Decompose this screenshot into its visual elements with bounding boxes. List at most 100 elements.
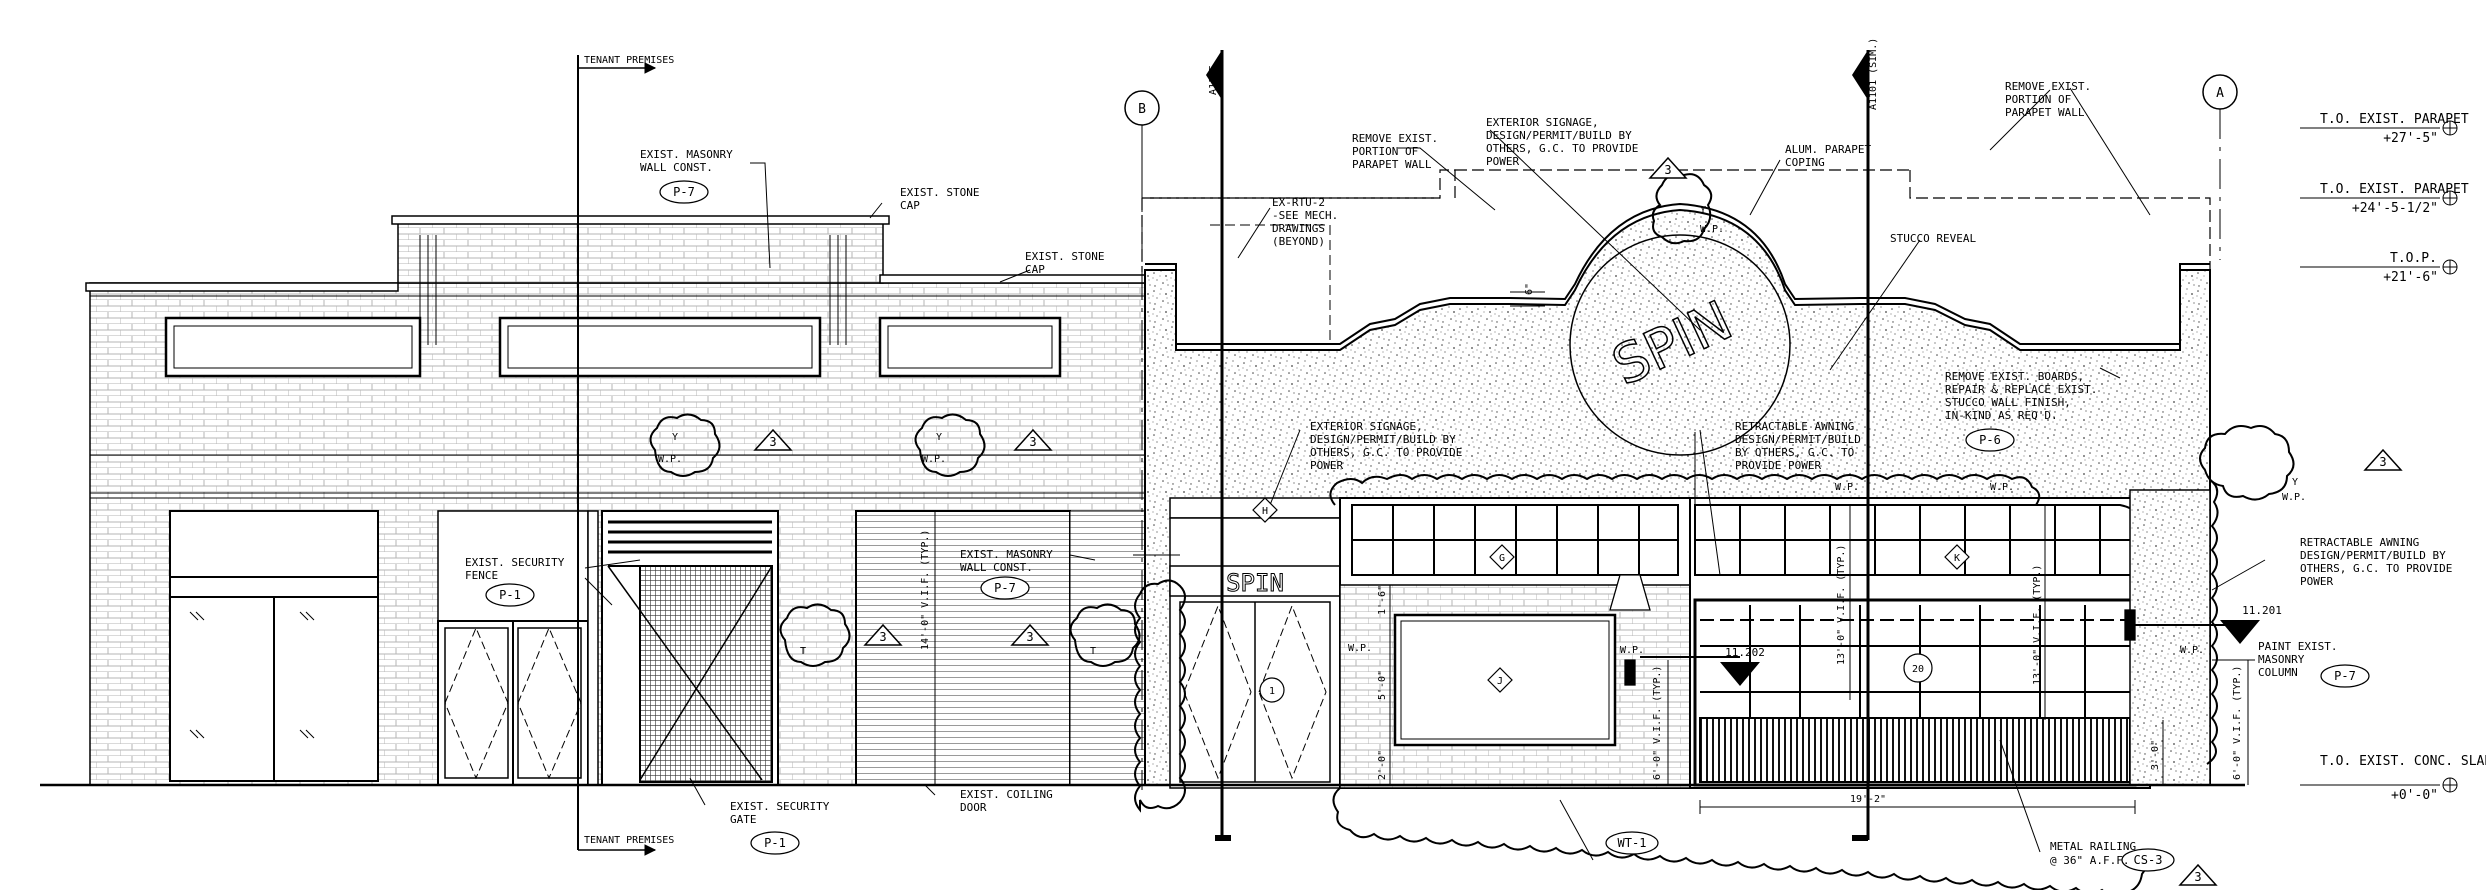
- tag-ovals: [485, 180, 2370, 872]
- rev-3: 3: [879, 630, 886, 644]
- awning-mid-1: RETRACTABLE AWNING: [1735, 420, 1854, 433]
- security-fence-2: FENCE: [465, 569, 498, 582]
- dim-2-0: 2'-0": [1377, 750, 1388, 780]
- level-4-name: T.O. EXIST. CONC. SLAB: [2320, 754, 2486, 769]
- dim-5-0: 5'-0": [1377, 670, 1388, 700]
- security-gate-2: GATE: [730, 813, 757, 826]
- y-4: Y: [2292, 477, 2298, 488]
- wp-8: W.P.: [1990, 482, 2014, 493]
- level-3-value: +21'-6": [2383, 270, 2438, 285]
- wp-2: W.P.: [922, 454, 946, 465]
- level-3-name: T.O.P.: [2390, 251, 2437, 266]
- y-2: Y: [936, 432, 942, 443]
- transom-left: [1351, 504, 1679, 576]
- alum-coping-2: COPING: [1785, 156, 1825, 169]
- awning-right-1: RETRACTABLE AWNING: [2300, 536, 2419, 549]
- coiling-door-2: DOOR: [960, 801, 987, 814]
- tenant-line: [577, 55, 657, 856]
- hex-tag-shapes: [1252, 497, 1970, 693]
- exist-masonry-b1: EXIST. MASONRY: [960, 548, 1053, 561]
- wp-4: W.P.: [2180, 645, 2204, 656]
- metal-railing-1: METAL RAILING: [2050, 840, 2136, 853]
- tenant-top-1: TENANT PREMISES: [584, 55, 674, 66]
- security-gate-1: EXIST. SECURITY: [730, 800, 830, 813]
- elev-1202: 11.202: [1725, 646, 1765, 659]
- dimension-lines: [934, 291, 2249, 814]
- rtu-1: EX-RTU-2: [1272, 196, 1325, 209]
- level-1-name: T.O. EXIST. PARAPET: [2320, 112, 2469, 127]
- dim-1-6: 1'-6": [1377, 585, 1388, 615]
- wp-1: W.P.: [658, 454, 682, 465]
- elev-markers: [1720, 620, 2260, 686]
- dim-6b: 6'-0" V.I.F. (TYP.): [2232, 666, 2243, 780]
- remove-boards-1: REMOVE EXIST. BOARDS,: [1945, 370, 2084, 383]
- hex-h: H: [1262, 506, 1268, 517]
- remove-parapet-left-1: REMOVE EXIST.: [1352, 132, 1438, 145]
- elev-1201: 11.201: [2242, 604, 2282, 617]
- grid-line-b: [1124, 90, 1160, 790]
- section-cut-a1105: [1206, 50, 1231, 841]
- tenant-bottom-1: TENANT PREMISES: [584, 835, 674, 846]
- section-cut-a1101: [1852, 50, 1870, 841]
- rtu-3: DRAWINGS: [1272, 222, 1325, 235]
- rtu-4: (BEYOND): [1272, 235, 1325, 248]
- t-2: T: [1090, 646, 1096, 657]
- rev-2: 3: [1029, 435, 1036, 449]
- sec-a1105: A1105: [1208, 65, 1219, 95]
- hex-j: J: [1497, 676, 1503, 687]
- tag-p7-b: P-7: [994, 581, 1016, 595]
- level-2-name: T.O. EXIST. PARAPET: [2320, 182, 2469, 197]
- grid-a-label: A: [2216, 86, 2224, 101]
- tag-cs3: CS-3: [2134, 853, 2163, 867]
- paint-column-3: COLUMN: [2258, 666, 2298, 679]
- signage-mid-2: DESIGN/PERMIT/BUILD BY: [1310, 433, 1456, 446]
- level-4-value: +0'-0": [2391, 788, 2438, 803]
- remove-boards-3: STUCCO WALL FINISH,: [1945, 396, 2071, 409]
- leaders: [584, 87, 2266, 861]
- existing-building-left: [85, 215, 1146, 786]
- wp-6: W.P.: [1700, 224, 1724, 235]
- stucco-building-right: SPIN SPIN: [1141, 169, 2211, 789]
- dim-14: 14'-0" V.I.F. (TYP.): [920, 530, 931, 650]
- grid-line-a: [2202, 74, 2238, 260]
- tag-p1-b: P-1: [764, 836, 786, 850]
- rev-5: 3: [1664, 163, 1671, 177]
- awning-mid-2: DESIGN/PERMIT/BUILD: [1735, 433, 1861, 446]
- tag-p1-a: P-1: [499, 588, 521, 602]
- rev-7: 3: [2194, 870, 2201, 884]
- revision-clouds: [649, 173, 2295, 890]
- signage-top-1: EXTERIOR SIGNAGE,: [1486, 116, 1599, 129]
- annotation-text: TENANT PREMISES TENANT PREMISES EXIST. M…: [465, 38, 2486, 884]
- rev-6: 3: [2379, 455, 2386, 469]
- light-fixtures: [1609, 574, 2230, 686]
- remove-parapet-right-2: PORTION OF: [2005, 93, 2071, 106]
- level-2-value: +24'-5-1/2": [2352, 201, 2438, 216]
- exist-masonry-a2: WALL CONST.: [640, 161, 713, 174]
- hex-g: G: [1499, 553, 1505, 564]
- hex-k: K: [1954, 553, 1960, 564]
- dim-13a: 13'-0" V.I.F. (TYP.): [1836, 545, 1847, 665]
- signage-mid-1: EXTERIOR SIGNAGE,: [1310, 420, 1423, 433]
- dim-3-0: 3'-0": [2150, 740, 2161, 770]
- level-1-value: +27'-5": [2383, 131, 2438, 146]
- awning-right-2: DESIGN/PERMIT/BUILD BY: [2300, 549, 2446, 562]
- signage-top-3: OTHERS, G.C. TO PROVIDE: [1486, 142, 1638, 155]
- stone-cap-b2: CAP: [1025, 263, 1045, 276]
- revision-triangles: [753, 156, 2403, 886]
- door-tag-1: 1: [1269, 686, 1275, 697]
- rtu-2: -SEE MECH.: [1272, 209, 1338, 222]
- exist-masonry-b2: WALL CONST.: [960, 561, 1033, 574]
- signage-top-4: POWER: [1486, 155, 1519, 168]
- door-tag-20: 20: [1912, 664, 1924, 675]
- remove-parapet-left-3: PARAPET WALL: [1352, 158, 1432, 171]
- stone-cap-b1: EXIST. STONE: [1025, 250, 1104, 263]
- awning-mid-4: PROVIDE POWER: [1735, 459, 1821, 472]
- dim-19-2: 19'-2": [1850, 794, 1886, 805]
- dim-13b: 13'-0" V.I.F. (TYP.): [2032, 565, 2043, 685]
- level-marks: [2300, 120, 2458, 793]
- signage-top-2: DESIGN/PERMIT/BUILD BY: [1486, 129, 1632, 142]
- remove-parapet-right-3: PARAPET WALL: [2005, 106, 2085, 119]
- coiling-door-1: EXIST. COILING: [960, 788, 1053, 801]
- stone-cap-a2: CAP: [900, 199, 920, 212]
- grid-b-label: B: [1138, 102, 1146, 117]
